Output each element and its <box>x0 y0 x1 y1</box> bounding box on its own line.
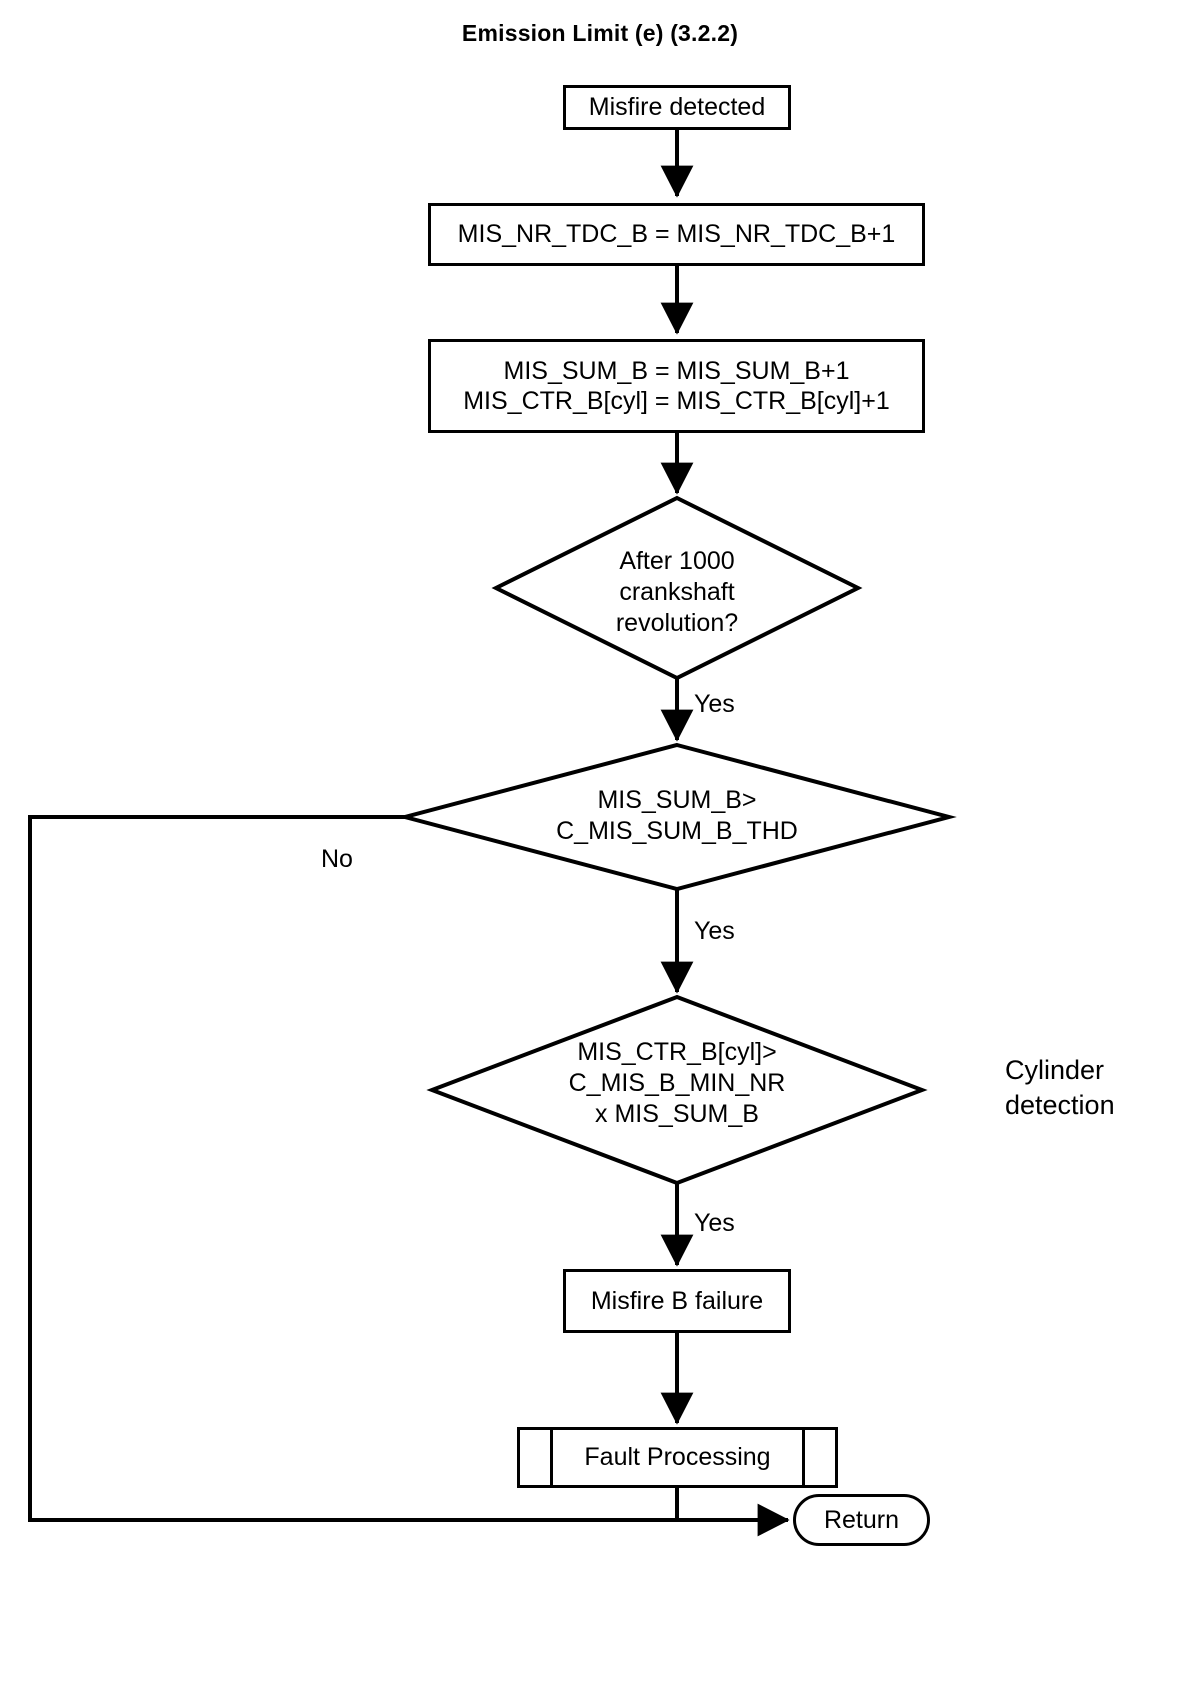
edge-label-sum-no: No <box>321 845 353 873</box>
annotation-cylinder-detection: Cylinder detection <box>1005 1055 1115 1121</box>
edge-label-sum-yes: Yes <box>694 917 735 945</box>
node-misfire-b-failure[interactable]: Misfire B failure <box>563 1269 791 1333</box>
edge-label-ctr-yes: Yes <box>694 1209 735 1237</box>
edge-sum-no-loopback <box>28 815 790 1537</box>
subroutine-bar-left <box>550 1430 553 1485</box>
page-title: Emission Limit (e) (3.2.2) <box>461 20 739 46</box>
decision-ctr-shape <box>426 994 928 1186</box>
node-increment-misfire-counters[interactable]: MIS_SUM_B = MIS_SUM_B+1 MIS_CTR_B[cyl] =… <box>428 339 925 433</box>
node-fault-processing[interactable]: Fault Processing <box>517 1427 838 1488</box>
node-misfire-detected-label: Misfire detected <box>588 93 766 121</box>
subroutine-bar-right <box>802 1430 805 1485</box>
decision-sum-shape <box>397 742 957 892</box>
node-return[interactable]: Return <box>793 1494 930 1546</box>
node-increment-tdc-counter[interactable]: MIS_NR_TDC_B = MIS_NR_TDC_B+1 <box>428 203 925 266</box>
node-increment-misfire-counters-label: MIS_SUM_B = MIS_SUM_B+1 MIS_CTR_B[cyl] =… <box>463 356 890 416</box>
edge-label-revolution-yes: Yes <box>694 690 735 718</box>
node-misfire-detected[interactable]: Misfire detected <box>563 85 791 130</box>
node-misfire-b-failure-label: Misfire B failure <box>590 1286 764 1315</box>
node-return-label: Return <box>823 1505 900 1534</box>
node-increment-tdc-counter-label: MIS_NR_TDC_B = MIS_NR_TDC_B+1 <box>457 220 896 249</box>
decision-revolution-shape <box>491 495 863 681</box>
node-fault-processing-label: Fault Processing <box>584 1443 771 1471</box>
